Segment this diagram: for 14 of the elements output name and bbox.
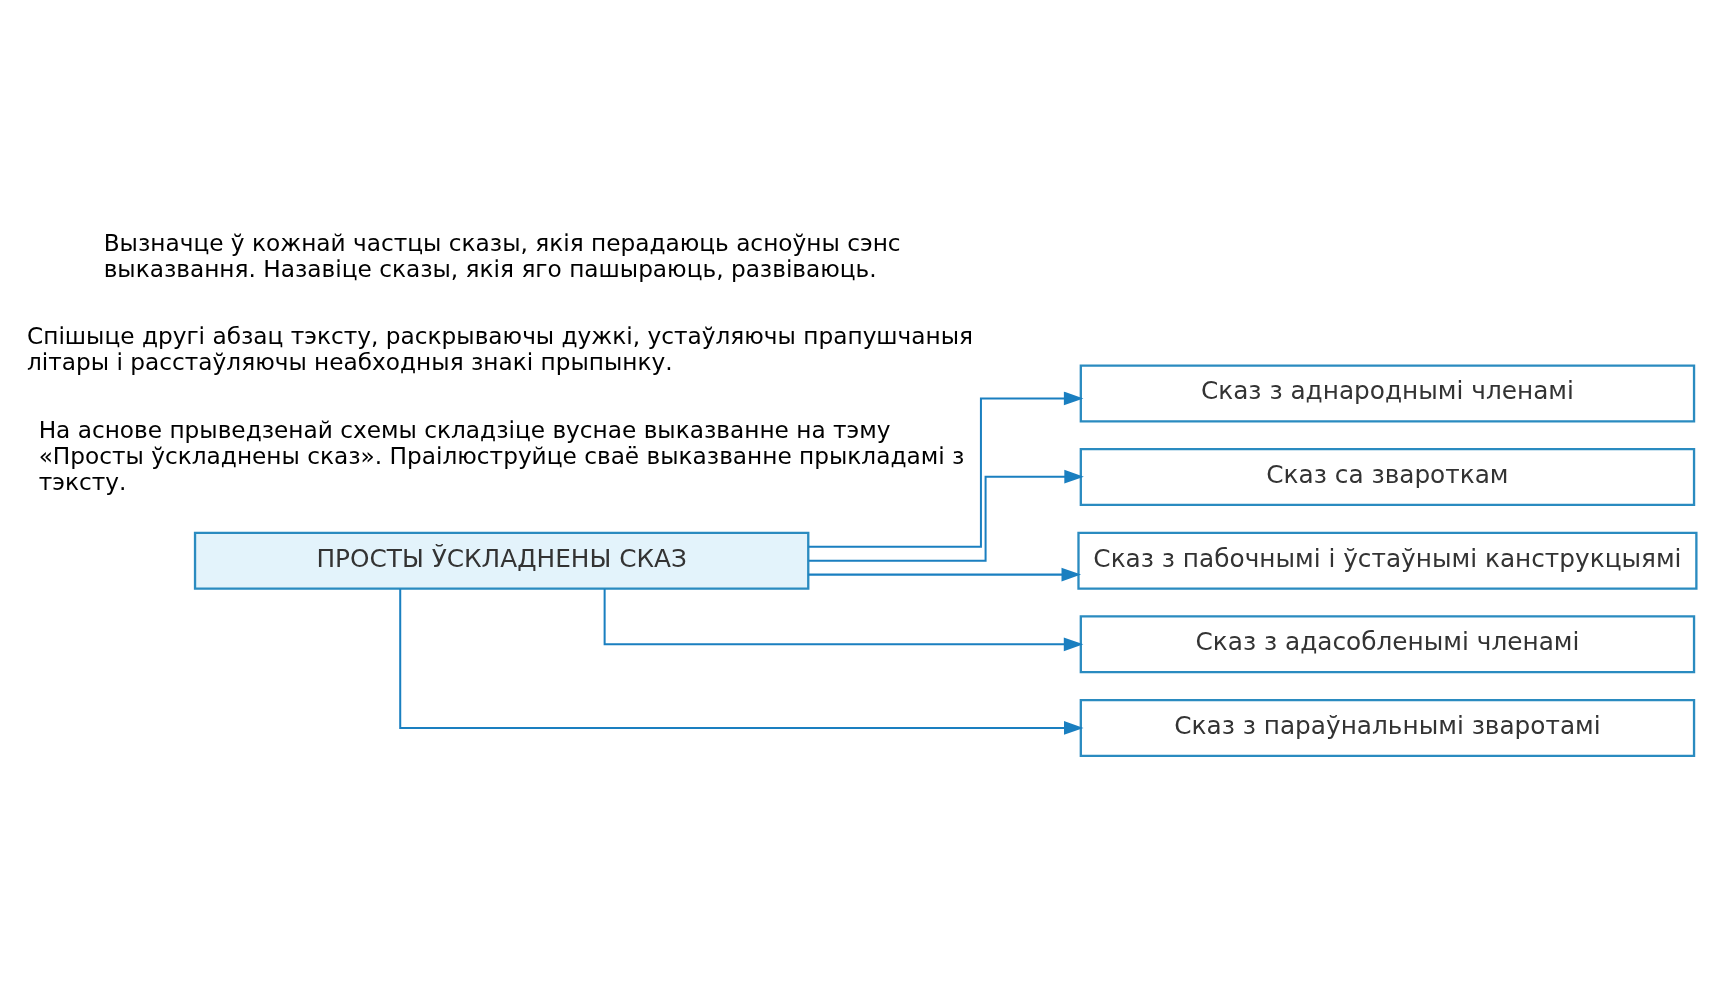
node-box: Сказ з параўнальнымі зваротамі — [1079, 698, 1696, 757]
node-box: Сказ са звароткам — [1079, 447, 1696, 506]
arrow — [603, 588, 1084, 651]
label: На аснове прыведзенай схемы складзіце вуснае выказванне на тэму «Просты ўскладнены сказ». Праілюструйце сваё выказванне прыкладамі з тэксту. — [38, 415, 965, 495]
node-box: Сказ з адасобленымі членамі — [1079, 614, 1696, 673]
label: Вызначце ў кожнай частцы сказы, якія перадаюць асноўны сэнс выказвання. Назавіце сказы, якія яго пашыраюць, развіваюць. — [103, 228, 901, 282]
arrow — [808, 567, 1082, 581]
node-box: Сказ з аднароднымі членамі — [1079, 363, 1696, 422]
arrow — [399, 588, 1084, 735]
node-box: Сказ з пабочнымі і ўстаўнымі канструкцыямі — [1077, 531, 1698, 590]
arrow — [808, 469, 1084, 562]
label: Спішыце другі абзац тэксту, раскрываючы дужкі, устаўляючы прапушчаныя літары і расстаўляючы неабходныя знакі прыпынку. — [27, 321, 974, 375]
node-box: ПРОСТЫ ЎСКЛАДНЕНЫ СКАЗ — [193, 531, 810, 590]
arrow — [808, 391, 1084, 548]
